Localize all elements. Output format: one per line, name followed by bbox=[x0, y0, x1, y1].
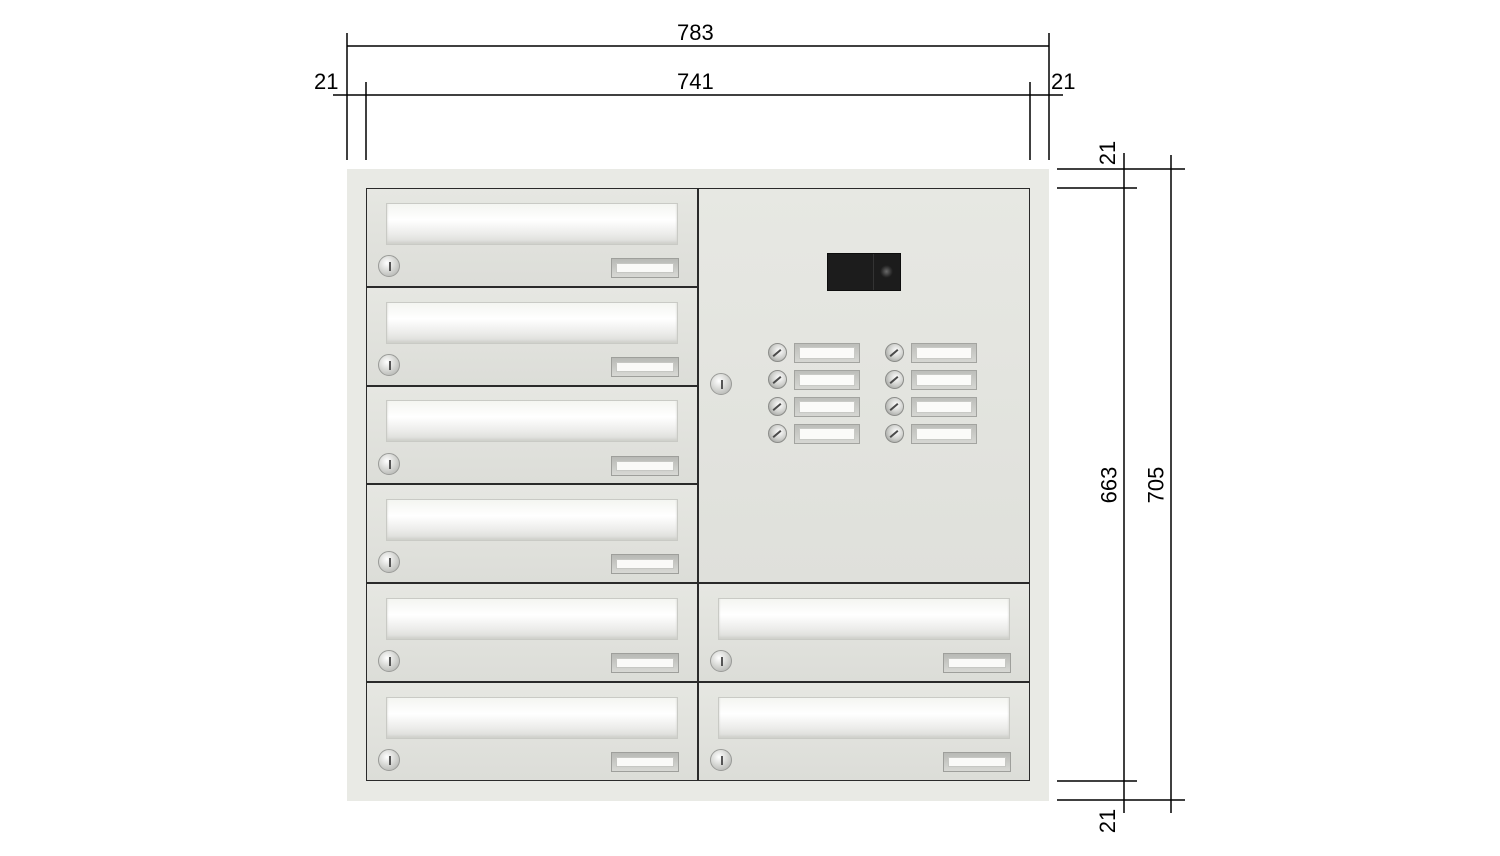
bell-button-icon[interactable] bbox=[885, 424, 904, 443]
lock-icon[interactable] bbox=[378, 749, 400, 771]
dimension-inner-height: 663 bbox=[1096, 466, 1122, 504]
dimension-overall-width: 783 bbox=[677, 20, 714, 45]
bell-name-tag bbox=[911, 424, 977, 444]
name-tag-2 bbox=[611, 357, 679, 377]
lock-icon[interactable] bbox=[378, 551, 400, 573]
name-tag-7 bbox=[943, 653, 1011, 673]
letter-slot-4[interactable] bbox=[386, 499, 678, 541]
dimension-overall-height: 705 bbox=[1143, 466, 1169, 504]
bell-button-icon[interactable] bbox=[885, 370, 904, 389]
letter-slot-8[interactable] bbox=[718, 697, 1010, 739]
dimension-top-frame: 21 bbox=[1095, 140, 1121, 166]
name-tag-5 bbox=[611, 653, 679, 673]
bell-button-icon[interactable] bbox=[768, 424, 787, 443]
bell-name-tag bbox=[794, 397, 860, 417]
door-lock-icon[interactable] bbox=[710, 373, 732, 395]
camera-module bbox=[827, 253, 901, 291]
camera-lens-icon bbox=[880, 265, 893, 278]
bell-name-tag bbox=[794, 424, 860, 444]
letter-slot-1[interactable] bbox=[386, 203, 678, 245]
name-tag-3 bbox=[611, 456, 679, 476]
bell-name-tag bbox=[911, 397, 977, 417]
bell-button-icon[interactable] bbox=[885, 397, 904, 416]
lock-icon[interactable] bbox=[710, 749, 732, 771]
name-tag-6 bbox=[611, 752, 679, 772]
letter-slot-7[interactable] bbox=[718, 598, 1010, 640]
intercom-door[interactable] bbox=[698, 188, 1030, 583]
bell-name-tag bbox=[911, 343, 977, 363]
name-tag-1 bbox=[611, 258, 679, 278]
bell-button-icon[interactable] bbox=[768, 370, 787, 389]
bell-button-icon[interactable] bbox=[768, 397, 787, 416]
bell-name-tag bbox=[794, 370, 860, 390]
lock-icon[interactable] bbox=[378, 650, 400, 672]
lock-icon[interactable] bbox=[378, 354, 400, 376]
dimension-right-frame: 21 bbox=[1051, 69, 1076, 94]
lock-icon[interactable] bbox=[378, 453, 400, 475]
bell-button-icon[interactable] bbox=[768, 343, 787, 362]
bell-button-icon[interactable] bbox=[885, 343, 904, 362]
letter-slot-6[interactable] bbox=[386, 697, 678, 739]
letter-slot-3[interactable] bbox=[386, 400, 678, 442]
dimension-inner-width: 741 bbox=[677, 69, 714, 94]
lock-icon[interactable] bbox=[378, 255, 400, 277]
dimension-bottom-frame: 21 bbox=[1095, 808, 1121, 834]
name-tag-8 bbox=[943, 752, 1011, 772]
bell-name-tag bbox=[911, 370, 977, 390]
camera-divider bbox=[873, 254, 874, 290]
bell-name-tag bbox=[794, 343, 860, 363]
dimension-left-frame: 21 bbox=[314, 69, 339, 94]
letter-slot-2[interactable] bbox=[386, 302, 678, 344]
name-tag-4 bbox=[611, 554, 679, 574]
letter-slot-5[interactable] bbox=[386, 598, 678, 640]
lock-icon[interactable] bbox=[710, 650, 732, 672]
